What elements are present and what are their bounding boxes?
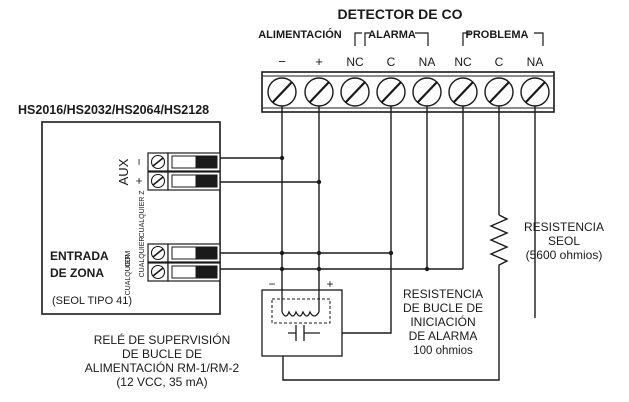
terminal-label: NC — [454, 55, 472, 69]
alarm-bracket — [364, 32, 429, 46]
seol-caption-line: (5600 ohmios) — [526, 248, 603, 262]
zone-input-label: DE ZONA — [50, 266, 104, 280]
relay-caption-line: DE BUCLE DE — [122, 347, 202, 361]
terminal-label: NC — [346, 55, 364, 69]
loop-resistor-caption-line: RESISTENCIA — [403, 287, 483, 301]
aux-plus-label: + — [132, 177, 146, 184]
aux-terminals — [147, 152, 221, 191]
loop-resistor-caption-line: DE ALARMA — [409, 329, 478, 343]
aux-label: AUX — [116, 158, 131, 185]
zone-input-label: ENTRADA — [50, 249, 109, 263]
panel-model-label: HS2016/HS2032/HS2064/HS2128 — [18, 103, 209, 117]
terminal-label: + — [315, 54, 323, 69]
loop-resistor-caption-line: DE BUCLE DE — [403, 301, 483, 315]
loop-resistor-caption-line: 100 ohmios — [413, 345, 473, 357]
loop-resistor-caption-line: INICIACIÓN — [410, 314, 475, 329]
any-side-label: CUALQUIER — [139, 237, 146, 278]
seol-type-label: (SEOL TIPO 41) — [52, 295, 132, 307]
terminal-label: NA — [419, 55, 436, 69]
junction-dots — [279, 155, 430, 272]
terminal-label: − — [278, 54, 286, 69]
wire-det-alarm-c — [320, 106, 392, 334]
relay-caption-line: RELÉ DE SUPERVISIÓN — [94, 332, 231, 347]
alarm-group-label: ALARMA — [368, 29, 416, 41]
detector-terminal-block — [261, 71, 555, 113]
aux-minus-label: − — [132, 158, 146, 165]
relay-caption-line: (12 VCC, 35 mA) — [116, 375, 207, 389]
wiring — [220, 106, 536, 381]
supervision-relay — [261, 289, 343, 357]
any-zone-side-label: CUALQUIER Z — [139, 190, 146, 238]
trouble-bracket — [462, 32, 544, 46]
relay-coil-icon — [281, 306, 320, 317]
relay-minus-label: − — [268, 277, 275, 291]
relay-contact-icon — [288, 325, 320, 341]
trouble-group-label: PROBLEMA — [466, 29, 529, 41]
terminal-label: C — [387, 55, 396, 69]
com-side-label: COM — [125, 251, 132, 268]
terminal-label: NA — [527, 55, 544, 69]
detector-title: DETECTOR DE CO — [338, 6, 463, 22]
terminal-label: C — [495, 55, 504, 69]
power-group-label: ALIMENTACIÓN — [258, 28, 342, 41]
any-side-label: CUALQUIER — [125, 255, 132, 296]
relay-caption-line: ALIMENTACIÓN RM-1/RM-2 — [85, 360, 240, 375]
seol-caption-line: SEOL — [548, 234, 580, 248]
loop-resistor-caption-bg — [392, 286, 492, 370]
zone-terminals — [147, 243, 221, 282]
seol-caption-line: RESISTENCIA — [524, 220, 604, 234]
power-bracket — [354, 32, 362, 46]
seol-resistor — [282, 214, 509, 381]
relay-plus-label: + — [326, 277, 333, 291]
